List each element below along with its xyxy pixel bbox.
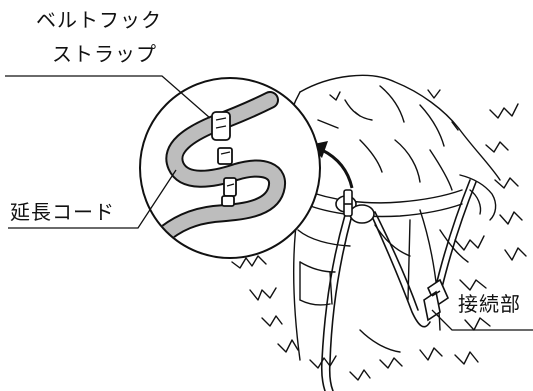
belt-hook-strap-label-line2: ストラップ — [52, 42, 157, 66]
connection-label: 接続部 — [458, 292, 521, 316]
belt-hook-strap-label-line1: ベルトフック — [36, 8, 162, 32]
leader-lines — [5, 75, 533, 331]
belt-hook-strap — [335, 189, 375, 224]
detail-circle — [139, 77, 321, 259]
extension-cord-label: 延長コード — [10, 200, 115, 224]
connection-plug — [423, 278, 450, 322]
